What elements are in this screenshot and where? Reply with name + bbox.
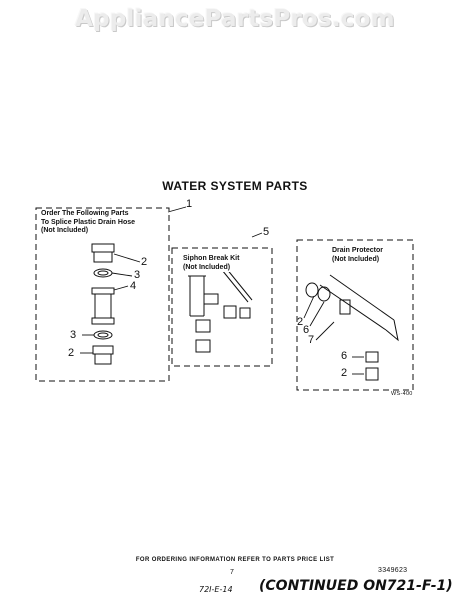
splice-parts-line1: Order The Following Parts: [41, 210, 129, 217]
callout-3-bottom: 3: [70, 329, 77, 341]
drain-protector-label: Drain Protector (Not Included): [332, 247, 383, 264]
drain-protector-line1: Drain Protector: [332, 247, 383, 254]
callout-2-drain: 2: [297, 316, 304, 328]
continued-note: (CONTINUED ON721-F-1): [259, 578, 453, 594]
siphon-cap-part: [195, 339, 211, 353]
callout-3-top: 3: [134, 269, 141, 281]
callout-6-lower: 6: [341, 350, 348, 362]
box3-leaders: [303, 295, 364, 375]
drain-protector-rings: [305, 282, 331, 302]
hose-coupling-part: [91, 243, 115, 263]
handwritten-code: 72I-E-14: [199, 585, 233, 594]
page-number: 7: [230, 569, 235, 576]
callout-7: 7: [308, 334, 315, 346]
siphon-kit-line1: Siphon Break Kit: [183, 255, 240, 262]
splice-parts-line2: To Splice Plastic Drain Hose: [41, 218, 136, 226]
drain-protector-line2: (Not Included): [332, 255, 380, 263]
lower-coupling-part: [92, 345, 114, 365]
lower-clamp-ring-part: [93, 330, 113, 340]
ordering-note: FOR ORDERING INFORMATION REFER TO PARTS …: [135, 557, 335, 563]
splice-parts-box: [35, 207, 170, 382]
splice-parts-line3: (Not Included): [41, 227, 89, 234]
siphon-kit-line2: (Not Included): [183, 263, 231, 271]
box2-leader: [251, 232, 263, 238]
siphon-break-kit-label: Siphon Break Kit (Not Included): [183, 255, 240, 272]
callout-1: 1: [186, 198, 193, 210]
siphon-tee-part: [188, 275, 219, 317]
connector-tube-part: [91, 287, 115, 325]
figure-code: WS-400: [391, 391, 413, 397]
callout-2-top: 2: [141, 256, 148, 268]
box1-leaders: [80, 206, 187, 354]
callout-6-drain: 6: [303, 324, 310, 336]
siphon-fittings-part: [195, 305, 251, 333]
callout-2-bottom: 2: [68, 347, 75, 359]
drain-protector-body: [319, 274, 399, 342]
siphon-break-kit-box: [171, 247, 273, 367]
callout-2-lower: 2: [341, 367, 348, 379]
callout-5: 5: [263, 226, 270, 238]
callout-4: 4: [130, 280, 137, 292]
part-code: 3349623: [378, 567, 408, 574]
siphon-rod-part: [221, 267, 253, 303]
clamp-ring-part: [93, 268, 113, 278]
drain-protector-cap: [365, 351, 379, 381]
diagram-title: WATER SYSTEM PARTS: [162, 179, 308, 193]
site-watermark: AppliancePartsPros.com: [75, 6, 395, 32]
drain-protector-box: [296, 239, 414, 391]
splice-parts-label: Order The Following Parts To Splice Plas…: [41, 210, 136, 236]
